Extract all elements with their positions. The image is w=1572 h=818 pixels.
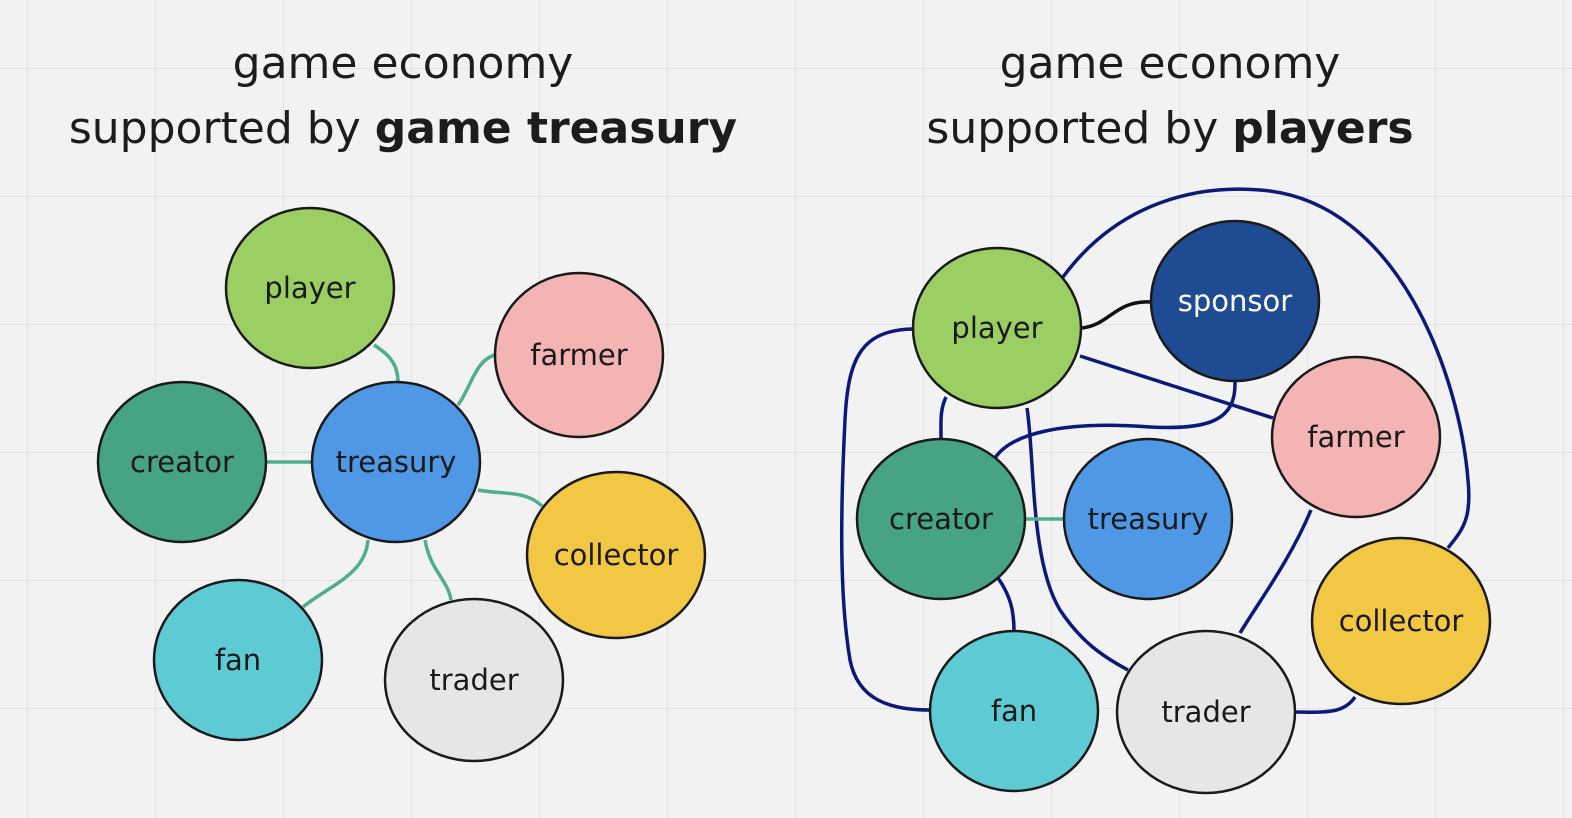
right-node-farmer[interactable]: farmer bbox=[1270, 355, 1442, 519]
edge-player-trader bbox=[1025, 407, 1129, 672]
right-title-prefix: supported by bbox=[926, 103, 1232, 154]
right-title-bold: players bbox=[1232, 103, 1413, 154]
left-edges bbox=[267, 343, 544, 609]
edge-trader-collector bbox=[1295, 695, 1357, 714]
edge-player-treasury bbox=[373, 343, 400, 383]
left-node-collector[interactable]: collector bbox=[525, 470, 707, 640]
left-title-bold: game treasury bbox=[375, 103, 737, 154]
node-label: player bbox=[951, 311, 1042, 345]
edge-treasury-trader bbox=[423, 539, 453, 601]
edge-player-creator bbox=[939, 396, 948, 440]
right-node-creator[interactable]: creator bbox=[855, 437, 1027, 601]
left-node-trader[interactable]: trader bbox=[383, 597, 565, 763]
left-node-player[interactable]: player bbox=[224, 206, 396, 370]
node-label: farmer bbox=[1307, 420, 1404, 454]
edge-farmer-trader bbox=[1238, 509, 1313, 634]
node-label: treasury bbox=[1088, 502, 1209, 536]
node-label: trader bbox=[1161, 695, 1250, 729]
left-title-prefix: supported by bbox=[69, 103, 375, 154]
left-node-treasury[interactable]: treasury bbox=[310, 380, 482, 544]
right-node-collector[interactable]: collector bbox=[1310, 536, 1492, 706]
node-label: farmer bbox=[530, 338, 627, 372]
right-node-trader[interactable]: trader bbox=[1115, 629, 1297, 795]
edge-player-fan bbox=[839, 327, 931, 712]
right-node-player[interactable]: player bbox=[911, 246, 1083, 410]
right-node-treasury[interactable]: treasury bbox=[1062, 437, 1234, 601]
right-nodes: player sponsor farmer creator treasury c… bbox=[855, 219, 1492, 795]
edge-treasury-collector bbox=[477, 488, 544, 508]
left-node-fan[interactable]: fan bbox=[152, 578, 324, 742]
node-label: fan bbox=[991, 694, 1037, 728]
node-label: treasury bbox=[336, 445, 457, 479]
node-label: creator bbox=[130, 445, 234, 479]
left-nodes: player farmer creator treasury collector… bbox=[96, 206, 707, 763]
right-edges bbox=[839, 187, 1471, 714]
node-label: trader bbox=[429, 663, 518, 697]
edge-player-collector bbox=[1061, 187, 1471, 550]
node-label: player bbox=[264, 271, 355, 305]
right-title-line1: game economy bbox=[1000, 38, 1341, 89]
node-label: collector bbox=[1339, 604, 1464, 638]
left-node-creator[interactable]: creator bbox=[96, 380, 268, 544]
edge-creator-fan bbox=[996, 576, 1016, 632]
right-node-fan[interactable]: fan bbox=[928, 629, 1100, 793]
right-title-line2: supported by players bbox=[926, 103, 1413, 154]
edge-player-sponsor bbox=[1081, 300, 1152, 330]
right-node-sponsor[interactable]: sponsor bbox=[1149, 219, 1321, 383]
edge-treasury-farmer bbox=[456, 353, 496, 407]
left-node-farmer[interactable]: farmer bbox=[493, 271, 665, 439]
left-title-line1: game economy bbox=[233, 38, 574, 89]
node-label: fan bbox=[215, 643, 261, 677]
node-label: sponsor bbox=[1178, 284, 1292, 318]
edge-treasury-fan bbox=[301, 539, 370, 609]
node-label: creator bbox=[889, 502, 993, 536]
node-label: collector bbox=[554, 538, 679, 572]
left-title-line2: supported by game treasury bbox=[69, 103, 737, 154]
edge-player-farmer bbox=[1079, 354, 1274, 420]
edge-sponsor-creator bbox=[993, 381, 1237, 460]
